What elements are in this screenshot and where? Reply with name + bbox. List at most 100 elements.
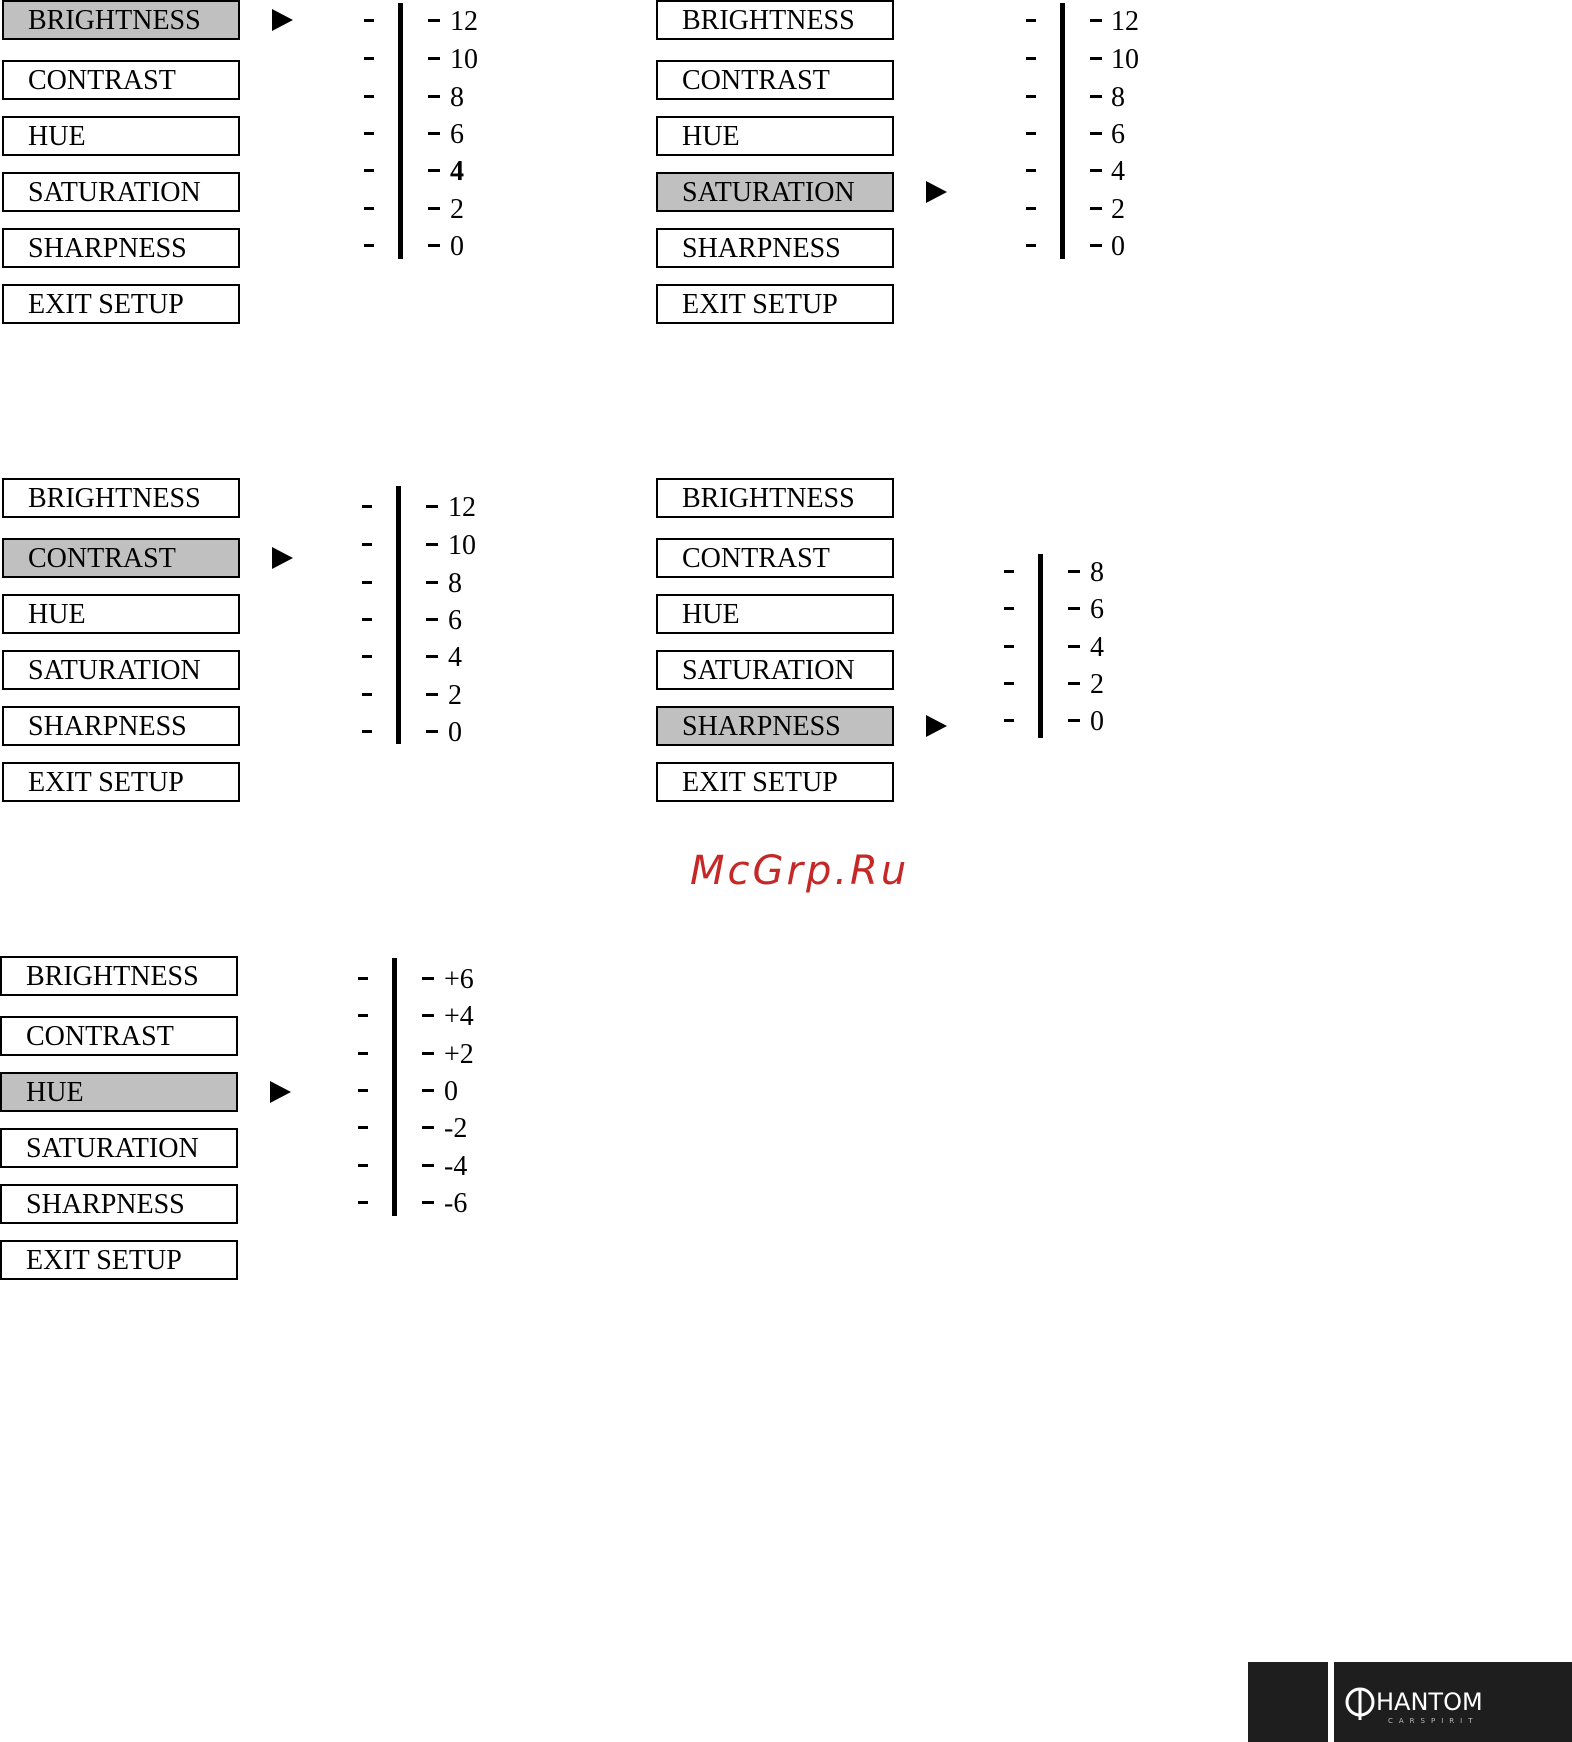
menu-item-brightness[interactable]: BRIGHTNESS bbox=[656, 0, 894, 40]
scale-tick-right bbox=[428, 57, 440, 60]
scale-tick-left bbox=[1026, 95, 1036, 98]
scale-label: +6 bbox=[444, 964, 474, 995]
watermark: McGrp.Ru bbox=[690, 848, 910, 894]
scale-tick-left bbox=[1004, 645, 1014, 648]
scale-tick-left bbox=[362, 505, 372, 508]
menu-item-hue[interactable]: HUE bbox=[0, 1072, 238, 1112]
scale-label: 6 bbox=[448, 605, 462, 636]
menu-item-saturation[interactable]: SATURATION bbox=[2, 172, 240, 212]
scale-tick-right bbox=[422, 1089, 434, 1092]
menu-item-contrast[interactable]: CONTRAST bbox=[2, 538, 240, 578]
menu-item-brightness[interactable]: BRIGHTNESS bbox=[0, 956, 238, 996]
scale-tick-left bbox=[362, 581, 372, 584]
scale-tick-left bbox=[1004, 570, 1014, 573]
menu-item-hue[interactable]: HUE bbox=[2, 594, 240, 634]
selection-arrow-icon bbox=[272, 9, 293, 31]
menu-item-exit-setup[interactable]: EXIT SETUP bbox=[0, 1240, 238, 1280]
scale-tick-right bbox=[426, 693, 438, 696]
scale-tick-left bbox=[358, 1126, 368, 1129]
scale-tick-left bbox=[1026, 244, 1036, 247]
menu-item-sharpness[interactable]: SHARPNESS bbox=[656, 228, 894, 268]
scale-tick-right bbox=[1090, 207, 1102, 210]
menu-item-saturation[interactable]: SATURATION bbox=[656, 172, 894, 212]
selection-arrow-icon bbox=[272, 547, 293, 569]
menu-item-saturation[interactable]: SATURATION bbox=[2, 650, 240, 690]
scale-label: 0 bbox=[444, 1076, 458, 1107]
scale-tick-right bbox=[1068, 570, 1080, 573]
scale-label: 8 bbox=[1090, 557, 1104, 588]
menu-item-contrast[interactable]: CONTRAST bbox=[656, 538, 894, 578]
scale-tick-left bbox=[364, 132, 374, 135]
scale-label: 4 bbox=[1111, 156, 1125, 187]
menu-item-brightness[interactable]: BRIGHTNESS bbox=[2, 478, 240, 518]
scale-label: +4 bbox=[444, 1001, 474, 1032]
scale-tick-left bbox=[364, 19, 374, 22]
scale-tick-left bbox=[364, 207, 374, 210]
scale-tick-left bbox=[362, 730, 372, 733]
scale-tick-left bbox=[1026, 57, 1036, 60]
settings-panel-saturation: BRIGHTNESS CONTRAST HUE SATURATION SHARPNESS… bbox=[656, 0, 1216, 330]
scale-label: 4 bbox=[450, 156, 464, 187]
menu-item-sharpness[interactable]: SHARPNESS bbox=[0, 1184, 238, 1224]
menu-item-contrast[interactable]: CONTRAST bbox=[2, 60, 240, 100]
menu-item-hue[interactable]: HUE bbox=[656, 116, 894, 156]
scale-label: -6 bbox=[444, 1188, 468, 1219]
menu-item-exit-setup[interactable]: EXIT SETUP bbox=[2, 762, 240, 802]
menu-item-brightness[interactable]: BRIGHTNESS bbox=[656, 478, 894, 518]
scale-tick-left bbox=[364, 244, 374, 247]
scale-tick-right bbox=[422, 1014, 434, 1017]
scale-label: 6 bbox=[1090, 594, 1104, 625]
scale-tick-left bbox=[1004, 682, 1014, 685]
scale-tick-right bbox=[1090, 132, 1102, 135]
scale-tick-left bbox=[358, 1014, 368, 1017]
menu-item-brightness[interactable]: BRIGHTNESS bbox=[2, 0, 240, 40]
scale-tick-right bbox=[1068, 645, 1080, 648]
scale-tick-left bbox=[1004, 719, 1014, 722]
scale-label: 10 bbox=[448, 530, 476, 561]
scale-bar bbox=[392, 958, 397, 1216]
menu-item-sharpness[interactable]: SHARPNESS bbox=[2, 228, 240, 268]
scale-label: -2 bbox=[444, 1113, 468, 1144]
scale-tick-right bbox=[1068, 682, 1080, 685]
scale-label: 8 bbox=[1111, 82, 1125, 113]
scale-tick-left bbox=[358, 1052, 368, 1055]
scale-tick-right bbox=[426, 581, 438, 584]
menu-item-contrast[interactable]: CONTRAST bbox=[0, 1016, 238, 1056]
selection-arrow-icon bbox=[270, 1081, 291, 1103]
scale-label: 0 bbox=[448, 717, 462, 748]
scale-tick-right bbox=[1090, 57, 1102, 60]
scale-tick-left bbox=[1026, 207, 1036, 210]
logo-subtext: CARSPIRIT bbox=[1388, 1717, 1478, 1725]
menu-item-hue[interactable]: HUE bbox=[656, 594, 894, 634]
scale-bar bbox=[1038, 554, 1043, 738]
scale-label: 4 bbox=[448, 642, 462, 673]
menu-item-sharpness[interactable]: SHARPNESS bbox=[2, 706, 240, 746]
scale-tick-left bbox=[1026, 169, 1036, 172]
scale-tick-left bbox=[358, 977, 368, 980]
logo-text: HANTOM bbox=[1376, 1688, 1483, 1716]
footer-block bbox=[1248, 1662, 1328, 1742]
scale-label: 2 bbox=[448, 680, 462, 711]
menu-item-exit-setup[interactable]: EXIT SETUP bbox=[2, 284, 240, 324]
scale-tick-right bbox=[1090, 169, 1102, 172]
scale-label: 8 bbox=[448, 568, 462, 599]
scale-tick-left bbox=[364, 95, 374, 98]
menu-item-exit-setup[interactable]: EXIT SETUP bbox=[656, 762, 894, 802]
menu-item-sharpness[interactable]: SHARPNESS bbox=[656, 706, 894, 746]
scale-tick-right bbox=[422, 1201, 434, 1204]
scale-label: 8 bbox=[450, 82, 464, 113]
scale-label: 2 bbox=[1090, 669, 1104, 700]
menu-item-hue[interactable]: HUE bbox=[2, 116, 240, 156]
scale-label: 12 bbox=[1111, 6, 1139, 37]
menu-item-contrast[interactable]: CONTRAST bbox=[656, 60, 894, 100]
scale-tick-left bbox=[364, 57, 374, 60]
settings-panel-contrast: BRIGHTNESS CONTRAST HUE SATURATION SHARPNESS… bbox=[2, 478, 562, 808]
menu-item-saturation[interactable]: SATURATION bbox=[0, 1128, 238, 1168]
scale-label: 12 bbox=[450, 6, 478, 37]
settings-panel-brightness: BRIGHTNESS CONTRAST HUE SATURATION SHARPNESS… bbox=[2, 0, 562, 330]
scale-label: -4 bbox=[444, 1151, 468, 1182]
scale-tick-right bbox=[428, 19, 440, 22]
menu-item-saturation[interactable]: SATURATION bbox=[656, 650, 894, 690]
settings-panel-hue: BRIGHTNESS CONTRAST HUE SATURATION SHARPNESS… bbox=[0, 956, 560, 1286]
menu-item-exit-setup[interactable]: EXIT SETUP bbox=[656, 284, 894, 324]
